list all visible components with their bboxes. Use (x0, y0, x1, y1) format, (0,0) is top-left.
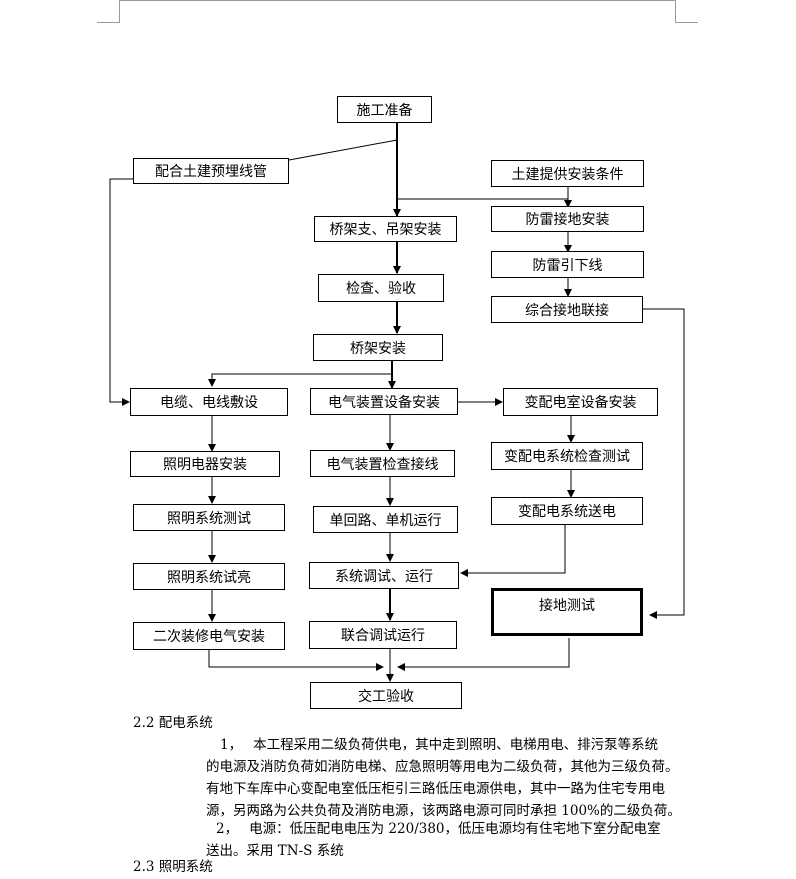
arrow-ground-to-merge (397, 638, 570, 671)
step-construction-prep: 施工准备 (337, 96, 432, 123)
step-lighting-test: 照明系统测试 (133, 504, 285, 531)
arrow-decor-to-merge (208, 650, 384, 671)
step-lighting-trial: 照明系统试亮 (133, 563, 285, 590)
step-ground-test: 接地测试 (491, 588, 643, 636)
step-system-debug: 系统调试、运行 (309, 562, 459, 589)
step-cable-laying: 电缆、电线敷设 (130, 388, 288, 416)
section-2-2-paragraph-2: 2， 电源：低压配电电压为 220/380，低压电源均有住宅地下室分配电室 送出… (206, 818, 661, 862)
arrow-combined-to-ground-test (643, 308, 685, 619)
step-check-accept: 检查、验收 (318, 274, 444, 302)
page-corner-mark-right (675, 0, 698, 23)
paragraph-line: 2， 电源：低压配电电压为 220/380，低压电源均有住宅地下室分配电室 (216, 821, 661, 837)
paragraph-line: 送出。采用 TN-S 系统 (206, 843, 344, 859)
line-start-to-embed (288, 139, 398, 161)
paragraph-line: 1， 本工程采用二级负荷供电，其中走到照明、电梯用电、排污泵等系统 (220, 737, 659, 753)
step-handover: 交工验收 (310, 682, 462, 709)
step-tray-install: 桥架安装 (313, 334, 443, 361)
arrow-tray-to-cable (208, 373, 392, 387)
step-joint-debug: 联合调试运行 (309, 621, 457, 649)
step-lightning-ground: 防雷接地安装 (491, 206, 644, 232)
step-combined-ground: 综合接地联接 (491, 296, 643, 323)
page-corner-mark-left (97, 0, 120, 23)
step-substation-test: 变配电系统检查测试 (491, 442, 643, 470)
paragraph-line: 源，另两路为公共负荷及消防电源，该两路电源可同时承担 100%的二级负荷。 (206, 803, 681, 819)
step-secondary-decor: 二次装修电气安装 (133, 622, 285, 650)
step-substation-power: 变配电系统送电 (491, 497, 643, 525)
paragraph-line: 的电源及消防负荷如消防电梯、应急照明等用电为二级负荷，其他为三级负荷。 (206, 759, 679, 775)
step-civil-condition: 土建提供安装条件 (491, 160, 644, 187)
step-bracket-install: 桥架支、吊架安装 (314, 216, 457, 242)
section-heading-2-2: 2.2 配电系统 (133, 715, 213, 731)
section-heading-2-3: 2.3 照明系统 (133, 859, 213, 875)
step-equipment-check: 电气装置检查接线 (310, 450, 455, 477)
step-single-run: 单回路、单机运行 (313, 506, 458, 533)
page-top-rule (119, 0, 675, 1)
step-lightning-down: 防雷引下线 (491, 251, 644, 278)
arrow-power-to-debug (460, 525, 566, 577)
arrow-embed-to-cable (109, 178, 133, 406)
step-embed-conduit: 配合土建预埋线管 (133, 158, 289, 184)
step-equipment-install: 电气装置设备安装 (310, 388, 458, 415)
step-lighting-install: 照明电器安装 (130, 451, 280, 477)
paragraph-line: 有地下车库中心变配电室低压柜引三路低压电源供电，其中一路为住宅专用电 (206, 781, 665, 797)
section-2-2-paragraph-1: 1， 本工程采用二级负荷供电，其中走到照明、电梯用电、排污泵等系统 的电源及消防… (206, 734, 681, 822)
step-substation-install: 变配电室设备安装 (503, 388, 658, 416)
